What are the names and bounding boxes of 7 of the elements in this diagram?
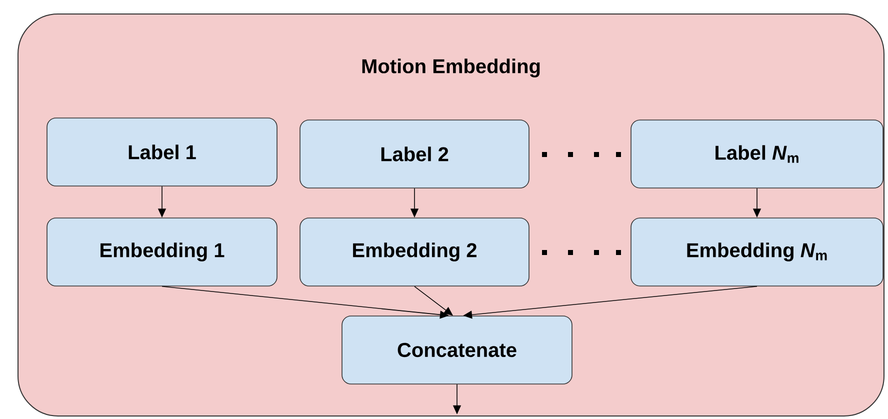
process-box: Embedding 1 xyxy=(46,218,278,286)
process-box: Label 1 xyxy=(46,118,278,186)
process-box: Concatenate xyxy=(342,316,572,384)
process-box: Embedding N$_{m}$ xyxy=(630,218,884,286)
process-box: Embedding 2 xyxy=(300,218,530,286)
process-box: Label 2 xyxy=(300,120,530,188)
process-box: Label N$_{m}$ xyxy=(630,120,884,188)
